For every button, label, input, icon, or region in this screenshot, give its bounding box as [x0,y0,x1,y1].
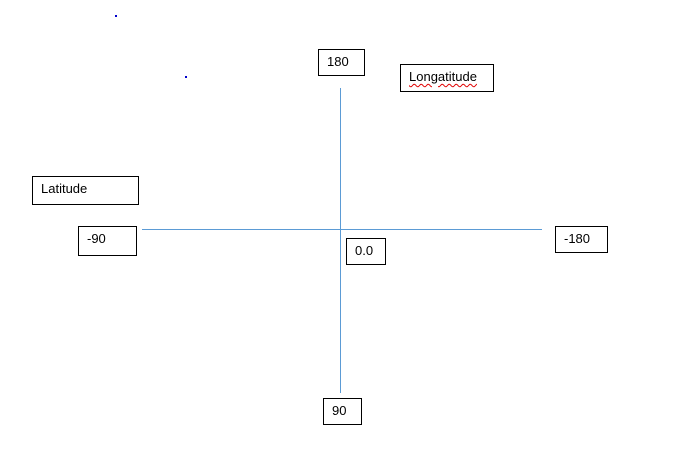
horizontal-axis-line [142,229,542,230]
stray-dot [185,76,187,78]
top-value-label: 180 [327,54,349,69]
stray-dot [115,15,117,17]
bottom-value-box[interactable]: 90 [323,398,362,425]
left-value-label: -90 [87,231,106,246]
left-value-box[interactable]: -90 [78,226,137,256]
latitude-label-box[interactable]: Latitude [32,176,139,205]
right-value-box[interactable]: -180 [555,226,608,253]
top-value-box[interactable]: 180 [318,49,365,76]
origin-value-label: 0.0 [355,243,374,258]
latitude-label: Latitude [41,181,88,196]
longitude-label: Longatitude [409,69,477,84]
vertical-axis-line [340,88,341,393]
longitude-label-box[interactable]: Longatitude [400,64,494,92]
right-value-label: -180 [564,231,591,246]
bottom-value-label: 90 [332,403,347,418]
origin-value-box[interactable]: 0.0 [346,238,386,265]
